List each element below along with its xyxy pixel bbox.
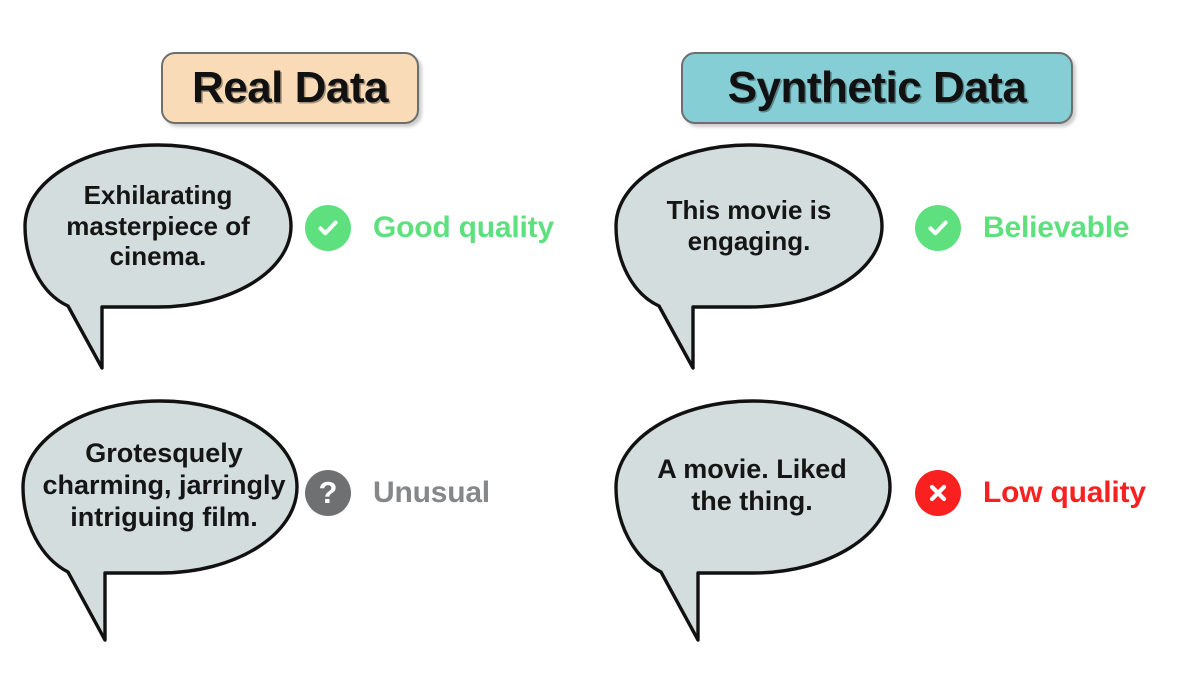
column-header-synthetic-data: Synthetic Data [681, 52, 1073, 124]
speech-bubble-shape [23, 143, 293, 370]
x-circle-icon [915, 470, 961, 516]
question-circle-icon: ? [305, 470, 351, 516]
speech-bubble-shape [21, 399, 299, 642]
speech-bubble-synthetic-top: This movie is engaging. [613, 142, 885, 374]
verdict-real-bottom-label: Unusual [373, 476, 490, 509]
question-mark-glyph: ? [318, 475, 338, 510]
verdict-real-bottom: ? Unusual [305, 470, 490, 516]
speech-bubble-real-bottom: Grotesquely charming, jarringly intrigui… [20, 398, 300, 646]
speech-bubble-real-top: Exhilarating masterpiece of cinema. [22, 142, 294, 374]
verdict-real-top: Good quality [305, 205, 554, 251]
column-header-synthetic-data-label: Synthetic Data [727, 63, 1027, 112]
check-circle-icon [305, 205, 351, 251]
speech-bubble-shape [614, 399, 892, 642]
speech-bubble-shape [614, 143, 884, 370]
column-header-real-data: Real Data [161, 52, 419, 124]
verdict-real-top-label: Good quality [373, 211, 554, 244]
check-circle-icon [915, 205, 961, 251]
verdict-synthetic-bottom-label: Low quality [983, 476, 1146, 509]
speech-bubble-synthetic-bottom: A movie. Liked the thing. [613, 398, 893, 646]
verdict-synthetic-bottom: Low quality [915, 470, 1146, 516]
verdict-synthetic-top: Believable [915, 205, 1130, 251]
verdict-synthetic-top-label: Believable [983, 211, 1130, 244]
column-header-real-data-label: Real Data [191, 63, 389, 112]
